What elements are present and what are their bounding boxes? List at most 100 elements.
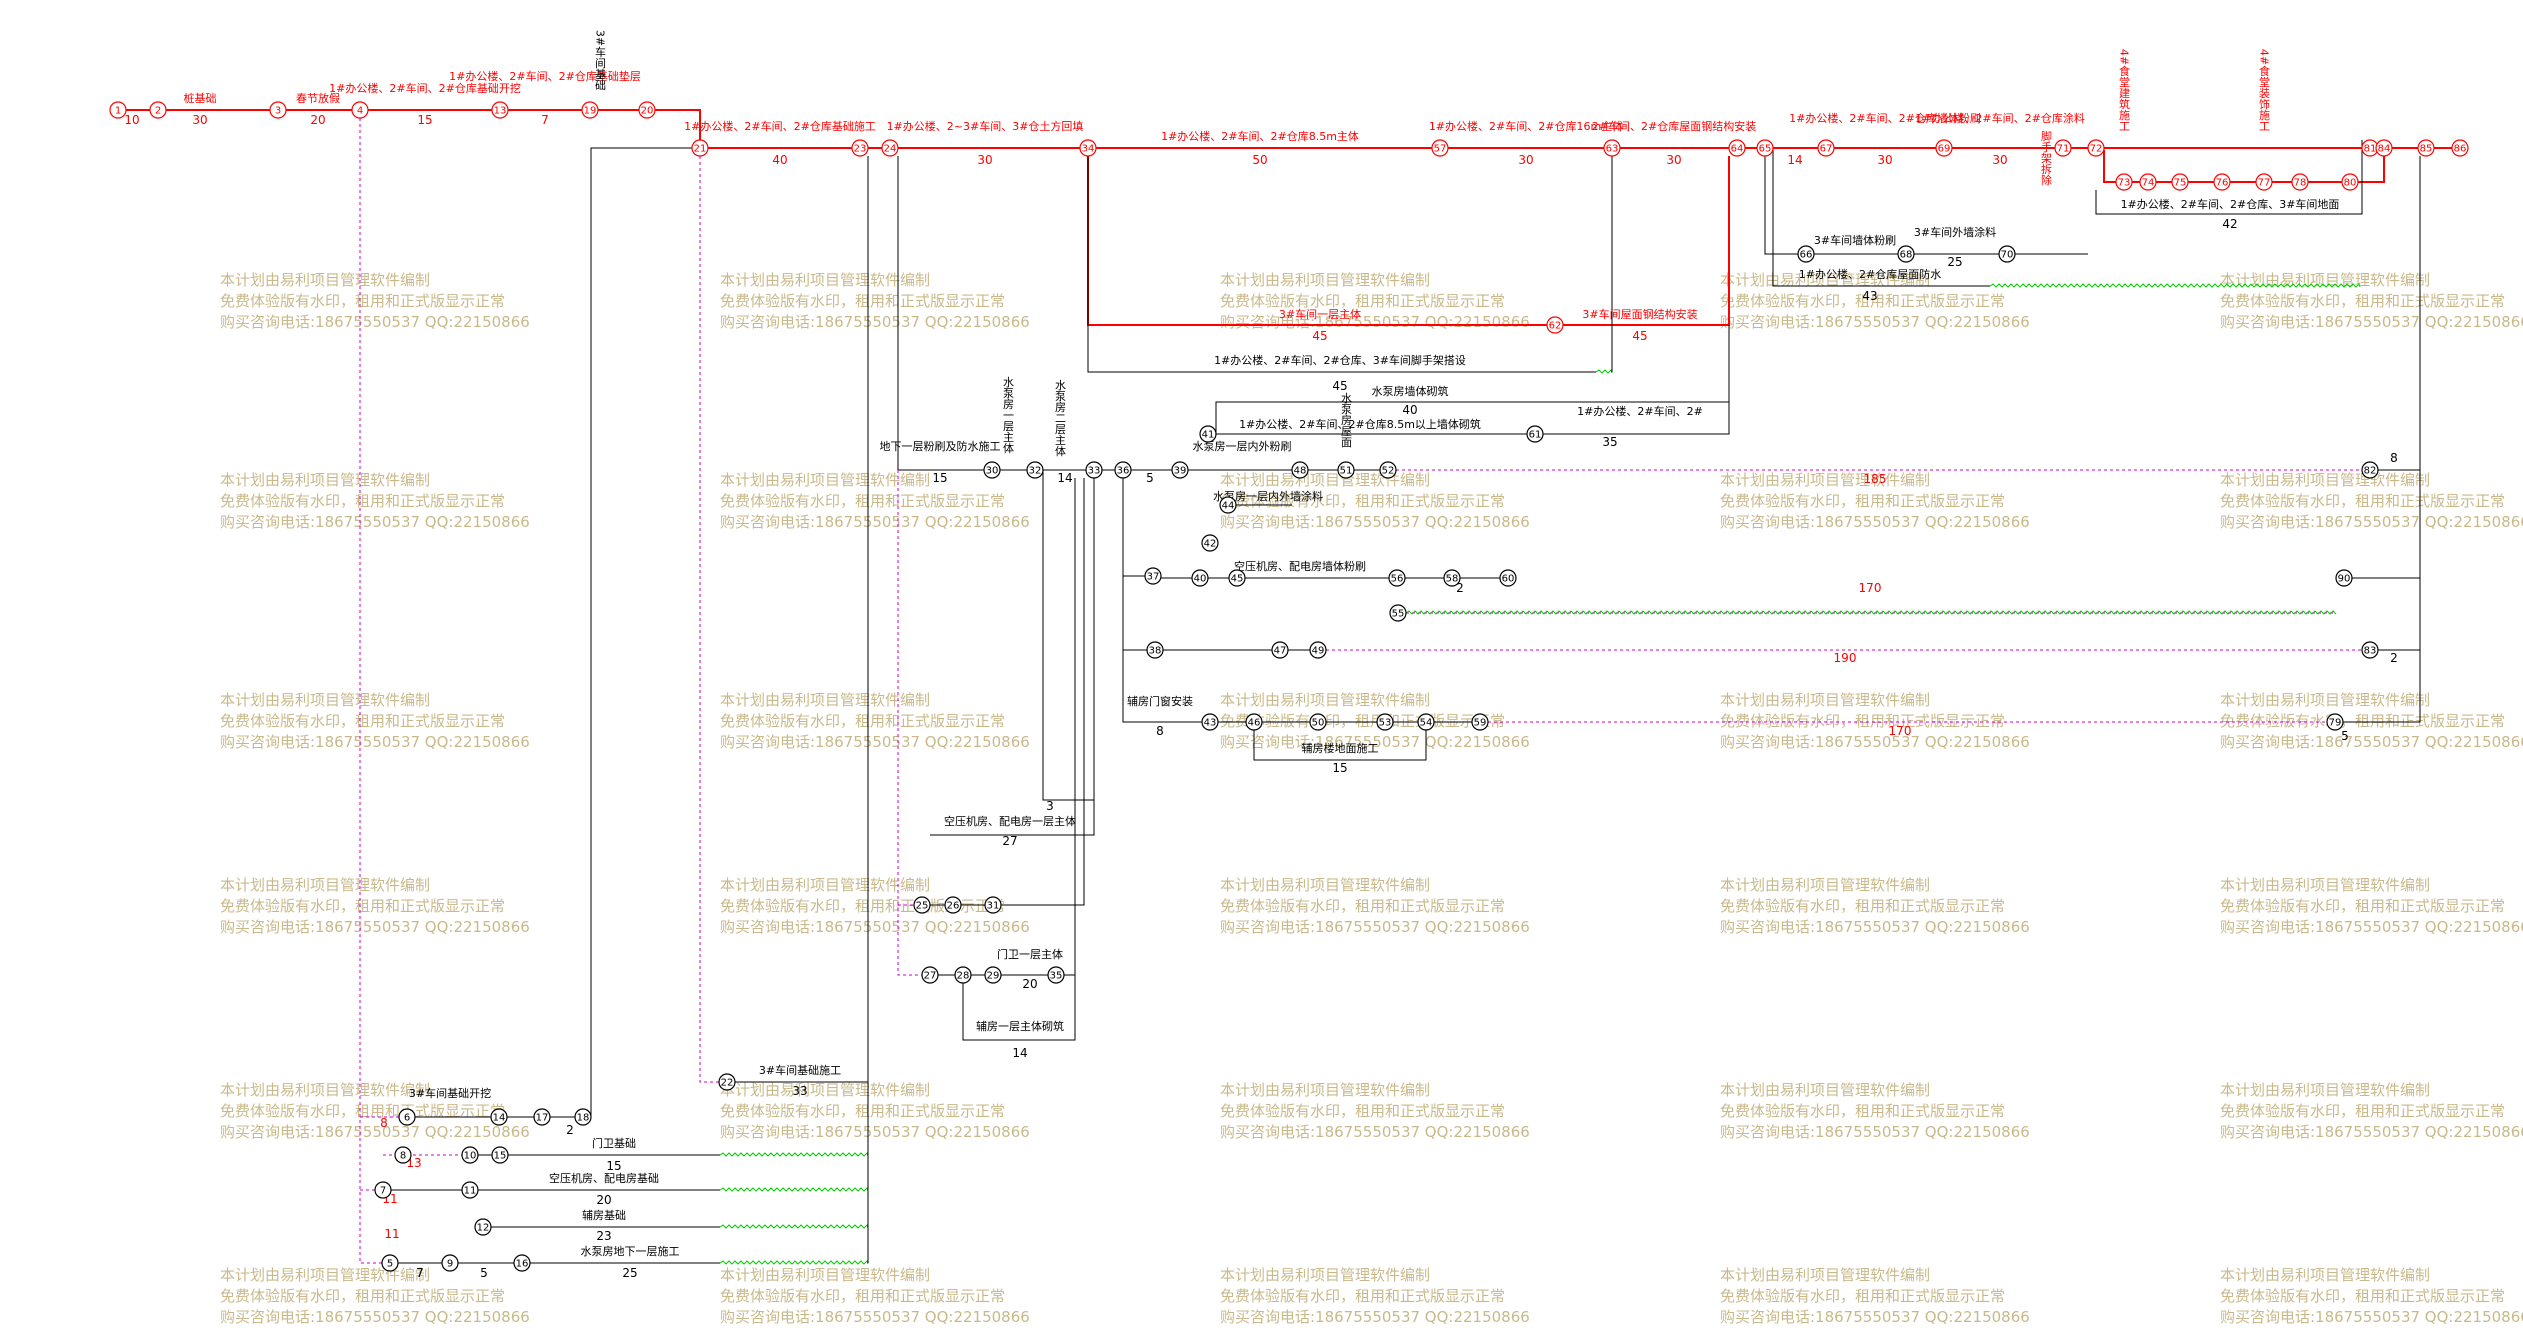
event-node-72: 72: [2087, 139, 2105, 157]
wave-55-90: [1405, 610, 2337, 615]
node-circle: [2115, 173, 2133, 191]
node-circle: [149, 101, 167, 119]
event-node-54: 54: [1417, 713, 1435, 731]
node-number: 2: [155, 106, 161, 117]
dur-a65-67: 14: [1787, 153, 1802, 167]
label-a11-24: 空压机房、配电房基础: [549, 1171, 659, 1185]
label-a34-61: 1#办公楼、2#车间、2#仓库、3#车间脚手架搭设: [1214, 353, 1466, 367]
node-number: 36: [1117, 466, 1130, 477]
node-number: 47: [1274, 646, 1287, 657]
event-node-45: 45: [1228, 569, 1246, 587]
critical-edge-72-73: [2103, 150, 2116, 183]
event-node-84: 84: [2375, 139, 2393, 157]
node-circle: [1471, 713, 1489, 731]
node-number: 52: [1382, 466, 1395, 477]
node-number: 74: [2142, 178, 2155, 189]
label-61-64: 1#办公楼、2#车间、2#: [1577, 404, 1703, 418]
node-circle: [1199, 425, 1217, 443]
event-node-8: 8: [394, 1146, 412, 1164]
event-node-19: 19: [581, 101, 599, 119]
event-node-70: 70: [1998, 245, 2016, 263]
dur-a68-70: 25: [1947, 255, 1962, 269]
edge-34-61-scaffold: [1087, 150, 1596, 373]
node-circle: [1245, 713, 1263, 731]
dur-a16-24: 25: [622, 1266, 637, 1280]
node-circle: [913, 896, 931, 914]
event-node-3: 3: [269, 101, 287, 119]
label-a41-61: 水泵房墙体砌筑: [1372, 384, 1449, 398]
activity-edges: [126, 109, 2452, 1265]
node-number: 40: [1194, 574, 1207, 585]
node-circle: [984, 896, 1002, 914]
event-node-7: 7: [374, 1181, 392, 1199]
event-node-41: 41: [1199, 425, 1217, 443]
event-node-73: 73: [2115, 173, 2133, 191]
event-node-38: 38: [1146, 641, 1164, 659]
node-number: 28: [957, 971, 970, 982]
node-circle: [2326, 713, 2344, 731]
dur-a4-12: 11: [384, 1227, 399, 1241]
event-node-59: 59: [1471, 713, 1489, 731]
label-vert-6: 4#食堂建筑施工: [2118, 49, 2131, 131]
dur-a34-57: 50: [1252, 153, 1267, 167]
node-circle: [691, 139, 709, 157]
event-node-74: 74: [2139, 173, 2157, 191]
node-number: 72: [2090, 144, 2103, 155]
node-circle: [2375, 139, 2393, 157]
node-circle: [983, 461, 1001, 479]
node-circle: [461, 1146, 479, 1164]
event-node-11: 11: [461, 1181, 479, 1199]
dur-a5-9: 7: [416, 1266, 424, 1280]
node-number: 6: [404, 1113, 410, 1124]
edge-18-21: [590, 147, 692, 1117]
node-number: 17: [536, 1113, 549, 1124]
event-node-43: 43: [1201, 713, 1219, 731]
node-circle: [381, 1254, 399, 1272]
label-a34-57: 1#办公楼、2#车间、2#仓库8.5m主体: [1161, 129, 1359, 143]
label-a48-61: 1#办公楼、2#车间、2#仓库8.5m以上墙体砌筑: [1239, 417, 1481, 431]
node-number: 34: [1082, 144, 1095, 155]
node-circle: [574, 1108, 592, 1126]
event-node-29: 29: [984, 966, 1002, 984]
node-number: 80: [2344, 178, 2357, 189]
node-circle: [921, 966, 939, 984]
event-node-61: 61: [1526, 425, 1544, 443]
node-circle: [533, 1108, 551, 1126]
dur-a59-79: 170: [1889, 724, 1912, 738]
edge-36-37: [1122, 478, 1145, 577]
label-a6-14: 3#车间基础开挖: [409, 1086, 491, 1100]
dur-a12-24: 23: [596, 1229, 611, 1243]
node-circle: [491, 1146, 509, 1164]
label-a34-62: 3#车间一层主体: [1279, 307, 1361, 321]
label-a12-24: 辅房基础: [582, 1208, 626, 1222]
node-circle: [1337, 461, 1355, 479]
node-number: 84: [2378, 144, 2391, 155]
label-a25-33: 空压机房、配电房一层主体: [944, 814, 1076, 828]
node-circle: [1817, 139, 1835, 157]
event-node-49: 49: [1309, 641, 1327, 659]
node-number: 77: [2258, 178, 2271, 189]
event-node-13: 13: [491, 101, 509, 119]
label-a66-68: 3#车间墙体粉刷: [1814, 233, 1896, 247]
node-number: 37: [1147, 572, 1160, 583]
critical-edge-62-64: [1563, 156, 1730, 326]
node-number: 5: [387, 1259, 393, 1270]
node-number: 35: [1050, 971, 1063, 982]
node-circle: [1389, 604, 1407, 622]
node-number: 61: [1529, 430, 1542, 441]
dur-a10-15: 15: [606, 1159, 621, 1173]
label-vert-7: 4#食堂装饰施工: [2258, 49, 2271, 131]
label-a43-59: 辅房门窗安装: [1127, 694, 1193, 708]
dur-a1-2: 10: [124, 113, 139, 127]
node-number: 20: [641, 106, 654, 117]
node-number: 56: [1391, 574, 1404, 585]
node-circle: [1201, 713, 1219, 731]
event-node-1: 1: [109, 101, 127, 119]
dur-a55-83: 190: [1834, 651, 1857, 665]
event-node-48: 48: [1291, 461, 1309, 479]
node-circle: [351, 101, 369, 119]
node-number: 3: [275, 106, 281, 117]
edge-28-33: [962, 478, 1076, 1041]
node-circle: [2087, 139, 2105, 157]
dur-a36-39: 5: [1146, 471, 1154, 485]
